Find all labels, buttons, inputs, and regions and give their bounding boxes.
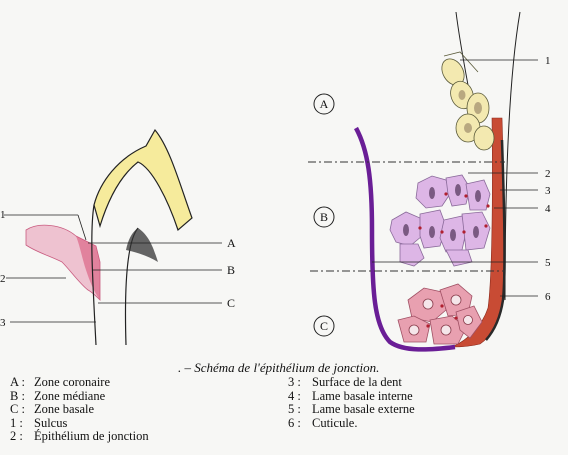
legend-key: 5 :: [288, 402, 301, 417]
left-junctional-epithelium: [76, 236, 100, 300]
legend-text: Sulcus: [34, 415, 68, 430]
legend-key: 3 :: [288, 375, 301, 389]
right-cuticle: [485, 139, 506, 341]
right-desmosome-marks: [418, 192, 490, 328]
right-median-cells: [389, 174, 491, 267]
right-schema: A B C 1 2 3 4 5 6: [308, 11, 551, 352]
left-schema: 1 2 3 A B C: [0, 128, 236, 346]
legend-key: C :: [10, 402, 25, 417]
legend-key: B :: [10, 388, 25, 403]
legend-item: C : Zone basale: [10, 402, 149, 417]
right-basal-cells: [397, 283, 483, 345]
legend-key: 6 :: [288, 415, 301, 430]
left-cementum: [126, 228, 158, 262]
left-zone-A: A: [227, 236, 236, 250]
right-zone-C-circle: [313, 315, 335, 337]
figure-caption: . – Schéma de l'épithélium de jonction.: [178, 360, 380, 375]
legend-key: A :: [10, 375, 25, 389]
legend-key: 4 :: [288, 388, 301, 403]
right-zone-C: C: [320, 319, 328, 333]
left-zone-B: B: [227, 263, 235, 277]
right-number-2: 2: [545, 168, 551, 180]
legend-item: 1 : Sulcus: [10, 415, 149, 431]
legend-item: 4 : Lame basale interne: [288, 388, 415, 404]
right-tooth-inner-line: [504, 11, 521, 301]
right-basal-nuclei: [408, 294, 473, 336]
legend-text: Cuticule.: [312, 415, 358, 430]
legend-item: 2 : Épithélium de jonction: [10, 430, 149, 444]
legend-item: A : Zone coronaire: [10, 375, 149, 390]
legend-text: Zone coronaire: [34, 375, 111, 389]
legend-text: Lame basale interne: [312, 388, 413, 403]
right-median-nuclei: [403, 184, 481, 241]
legend-left: A : Zone coronaire B : Zone médiane C : Zon…: [10, 375, 149, 444]
legend-text: Zone basale: [34, 402, 95, 417]
right-number-4: 4: [545, 203, 551, 215]
legend-item: 5 : Lame basale externe: [288, 402, 415, 417]
left-line-1-tick: [77, 214, 87, 241]
legend-text: Épithélium de jonction: [34, 429, 149, 444]
legend-item: B : Zone médiane: [10, 388, 149, 404]
legend-text: Surface de la dent: [312, 375, 402, 389]
legend-right: 3 : Surface de la dent 4 : Lame basale int…: [288, 375, 415, 431]
right-number-5: 5: [545, 257, 551, 269]
right-zone-B-circle: [313, 206, 335, 228]
left-zone-C: C: [227, 296, 235, 310]
right-zone-B: B: [320, 210, 328, 224]
legend-key: 2 :: [10, 429, 23, 444]
right-zone-A-circle: [313, 93, 335, 115]
left-number-3: 3: [0, 317, 6, 329]
right-external-basal-lamina: [354, 126, 456, 352]
left-number-2: 2: [0, 273, 6, 285]
legend-key: 1 :: [10, 415, 23, 430]
left-enamel: [93, 128, 193, 232]
left-number-1: 1: [0, 209, 6, 221]
right-coronal-cells: [441, 51, 495, 151]
legend-item: 6 : Cuticule.: [288, 415, 415, 431]
legend-text: Lame basale externe: [312, 402, 415, 417]
right-number-6: 6: [545, 291, 551, 303]
legend-item: 3 : Surface de la dent: [288, 375, 415, 390]
right-number-1: 1: [545, 55, 551, 67]
right-number-3: 3: [545, 185, 551, 197]
legend-text: Zone médiane: [34, 388, 106, 403]
left-tooth-outline-left: [91, 204, 97, 346]
right-zone-A: A: [320, 97, 329, 111]
